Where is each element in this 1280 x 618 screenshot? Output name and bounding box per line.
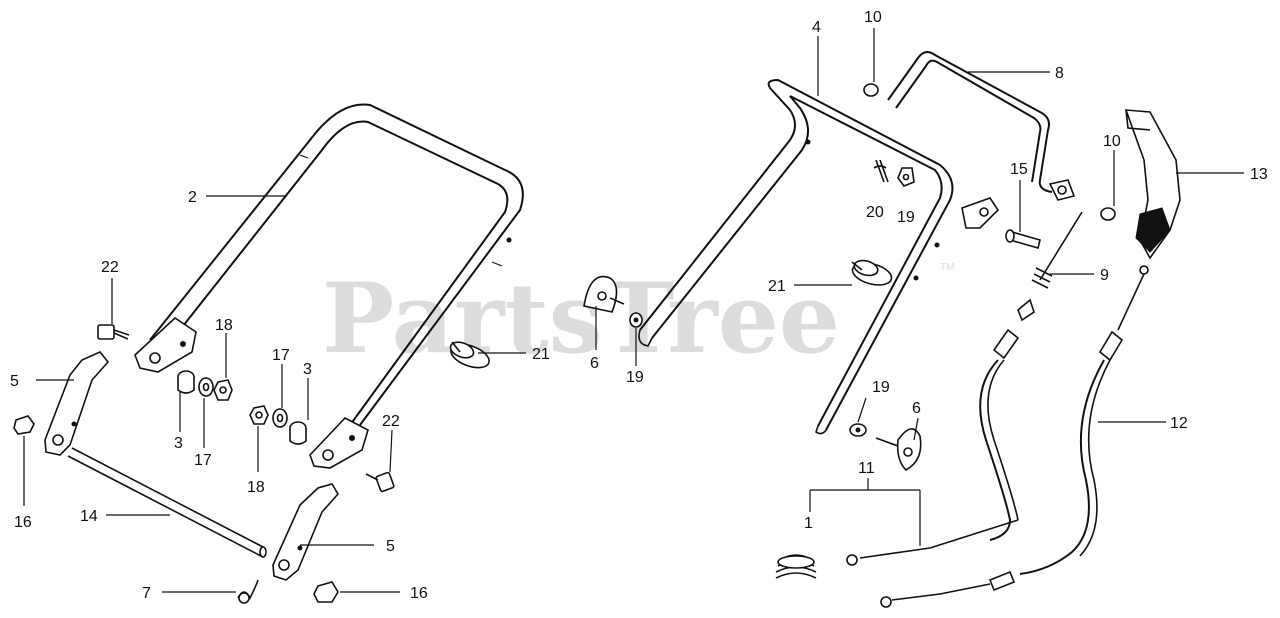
label-20: 20: [866, 204, 884, 221]
label-6-b: 6: [912, 400, 921, 417]
rod-part-14: [67, 447, 267, 558]
knob-part-6-b: [875, 428, 922, 471]
label-18-b: 18: [247, 479, 265, 496]
label-12: 12: [1170, 415, 1188, 432]
label-17-a: 17: [194, 452, 212, 469]
label-10-b: 10: [1103, 133, 1121, 150]
label-5-b: 5: [386, 538, 395, 555]
label-22-b: 22: [382, 413, 400, 430]
spacer-part-3-b: [289, 421, 307, 445]
part-labels: 2 22 18 5 3 17 17 3 18 22 21 16 14 5 7 1…: [10, 9, 1268, 602]
watermark-text: PartsTree: [322, 262, 840, 375]
washer-part-19-a: [897, 167, 915, 187]
label-10-a: 10: [864, 9, 882, 26]
cap-part-10-a: [863, 83, 879, 97]
label-13: 13: [1250, 166, 1268, 183]
label-4: 4: [812, 19, 821, 36]
leader-lines: [23, 28, 1244, 593]
handle-bracket-left: [134, 316, 197, 373]
knob-part-6-a: [583, 275, 625, 313]
label-22-a: 22: [101, 259, 119, 276]
label-15: 15: [1010, 161, 1028, 178]
washer-part-19-c: [849, 423, 867, 437]
nut-part-16-b: [313, 581, 339, 603]
upper-handle-part-2: [149, 103, 524, 433]
label-18-a: 18: [215, 317, 233, 334]
washer-part-17-b: [272, 408, 288, 428]
nut-part-16-a: [13, 415, 35, 435]
label-3-b: 3: [303, 361, 312, 378]
handle-bracket-right: [309, 417, 369, 469]
label-21-a: 21: [532, 346, 550, 363]
washer-part-17-a: [198, 377, 214, 397]
knob-part-21-b: [851, 259, 893, 286]
watermark-trademark: TM: [940, 262, 954, 273]
throttle-cable-part-9: [846, 211, 1083, 566]
label-19-c: 19: [872, 379, 890, 396]
spring-part-1: [775, 554, 817, 579]
lower-bracket-part-5-b: [272, 483, 339, 581]
label-8: 8: [1055, 65, 1064, 82]
label-1: 1: [804, 515, 813, 532]
label-5-a: 5: [10, 373, 19, 390]
spacer-part-3-a: [177, 370, 195, 394]
lower-handle-part-4: [638, 78, 954, 435]
bolt-part-22-b: [365, 471, 395, 493]
label-7: 7: [142, 585, 151, 602]
lever-part-13: [1124, 109, 1181, 260]
label-19-a: 19: [897, 209, 915, 226]
nut-part-18-b: [249, 405, 269, 425]
nut-part-18-a: [213, 379, 233, 401]
handle-pivot-bracket: [961, 197, 1000, 229]
label-17-b: 17: [272, 347, 290, 364]
label-11: 11: [858, 460, 875, 477]
pin-part-15: [1005, 229, 1041, 249]
clip-part-7: [237, 579, 259, 604]
label-16-b: 16: [410, 585, 428, 602]
label-9: 9: [1100, 267, 1109, 284]
knob-part-21-a: [449, 341, 490, 369]
lower-bracket-part-5-a: [44, 351, 110, 456]
label-21-b: 21: [768, 278, 786, 295]
clip-part-20: [873, 159, 889, 183]
label-6-a: 6: [590, 355, 599, 372]
washer-part-19-b: [629, 312, 643, 328]
label-3-a: 3: [174, 435, 183, 452]
label-14: 14: [80, 508, 98, 525]
label-2: 2: [188, 189, 197, 206]
label-19-b: 19: [626, 369, 644, 386]
bail-part-8: [887, 51, 1076, 201]
cap-part-10-b: [1100, 207, 1116, 221]
bolt-part-22-a: [97, 324, 130, 340]
label-16-a: 16: [14, 514, 32, 531]
clutch-cable-part-12: [880, 265, 1149, 608]
